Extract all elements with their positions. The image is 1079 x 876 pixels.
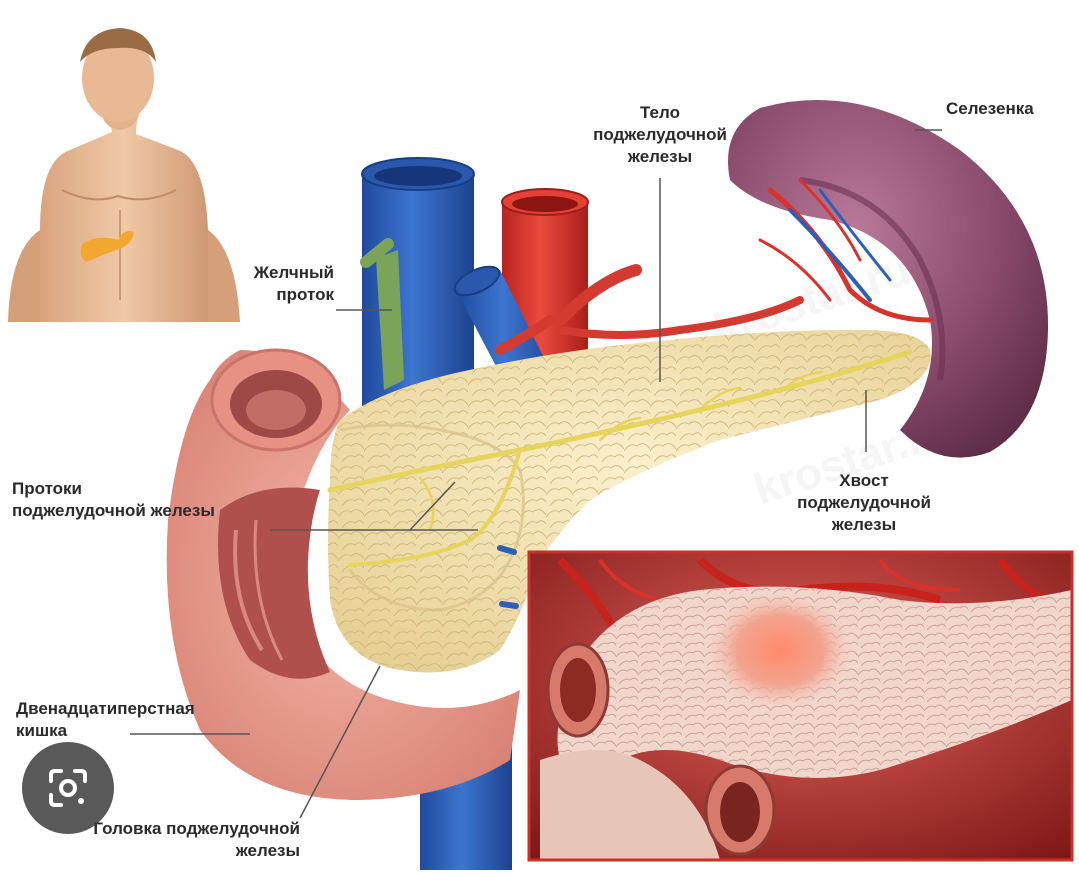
label-head-line1: Головка поджелудочной [93, 819, 300, 838]
label-spleen-text: Селезенка [946, 99, 1034, 118]
label-body-line3: железы [627, 147, 693, 166]
pancreas [327, 329, 931, 673]
label-duodenum-line2: кишка [16, 721, 68, 740]
label-head-line2: железы [235, 841, 300, 860]
label-tail: Хвост поджелудочной железы [754, 470, 974, 536]
label-ducts-line2: поджелудочной железы [12, 501, 215, 520]
google-lens-icon [49, 769, 87, 807]
label-spleen: Селезенка [946, 98, 1034, 120]
duodenum [166, 348, 520, 800]
label-body-line1: Тело [640, 103, 680, 122]
label-head: Головка поджелудочной железы [20, 818, 300, 862]
label-ducts: Протоки поджелудочной железы [12, 478, 215, 522]
label-bile-duct-line2: проток [276, 285, 334, 304]
pancreatic-ducts [327, 349, 913, 567]
label-duodenum-line1: Двенадцатиперстная [16, 699, 195, 718]
leader-lines [130, 129, 942, 819]
label-tail-line2: поджелудочной [797, 493, 931, 512]
label-body: Тело поджелудочной железы [540, 102, 780, 168]
human-torso-illustration [8, 28, 240, 322]
bile-duct [360, 238, 404, 390]
lens-search-button[interactable] [22, 742, 114, 834]
label-duodenum: Двенадцатиперстная кишка [16, 698, 195, 742]
label-ducts-line1: Протоки [12, 479, 83, 498]
label-tail-line1: Хвост [839, 471, 889, 490]
label-tail-line3: железы [831, 515, 897, 534]
spleen [728, 100, 1049, 458]
label-bile-duct: Желчный проток [200, 262, 334, 306]
inset-closeup [529, 552, 1072, 860]
label-body-line2: поджелудочной [593, 125, 727, 144]
inset-frame [527, 550, 1074, 862]
celiac-artery-branches [495, 264, 804, 355]
label-bile-duct-line1: Желчный [253, 263, 334, 282]
